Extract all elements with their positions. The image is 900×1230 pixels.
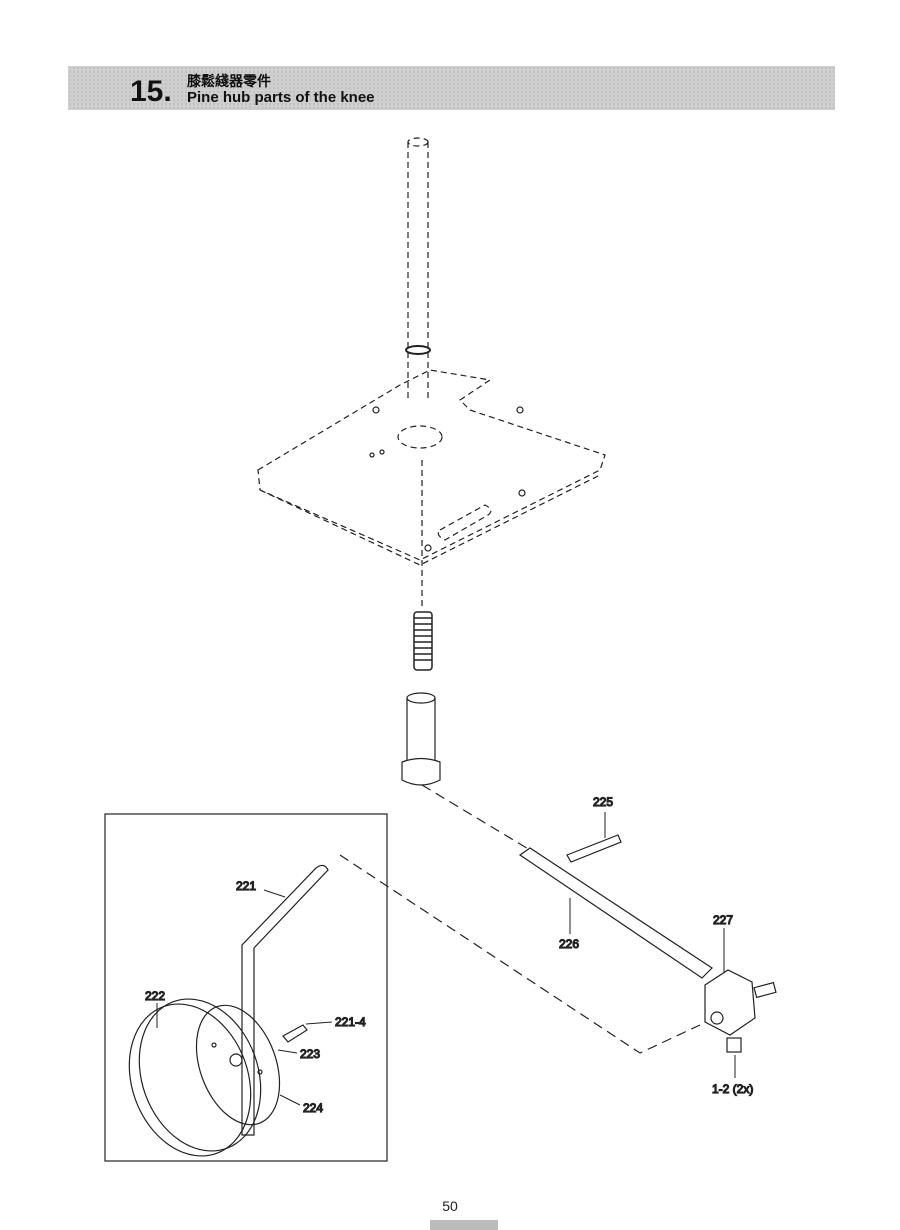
pin-225 [566,834,622,863]
knee-pad-222 [128,998,262,1157]
plate-holes [369,406,526,552]
knee-lift-rod [407,137,429,400]
shaft-226 [518,847,713,979]
page-number: 50 [442,1198,458,1214]
pad-plate-224 [195,1004,281,1126]
section-title-en: Pine hub parts of the knee [187,89,375,106]
callout-223: 223 [300,1047,320,1061]
section-title-zh: 膝鬆綫器零件 [187,74,271,90]
callout-226: 226 [559,937,579,951]
section-number: 15. [130,75,172,108]
connector-227 [704,969,777,1053]
base-plate [257,369,606,566]
section-header: 15. 膝鬆綫器零件 Pine hub parts of the knee [68,66,835,110]
inset-frame [104,813,388,1162]
callout-1-2: 1-2 (2x) [712,1082,753,1096]
callout-221: 221 [236,879,256,893]
callout-225: 225 [593,795,613,809]
page-tab [430,1220,498,1230]
retaining-ring [405,345,431,355]
knee-lever-221 [241,864,329,1136]
callout-227: 227 [713,913,733,927]
spring [413,611,433,671]
callout-222: 222 [145,989,165,1003]
callout-221-4: 221-4 [335,1015,366,1029]
callout-leaders [156,812,736,1106]
knee-hub [401,692,441,786]
screw-221-4 [282,1024,308,1043]
callout-224: 224 [303,1101,323,1115]
